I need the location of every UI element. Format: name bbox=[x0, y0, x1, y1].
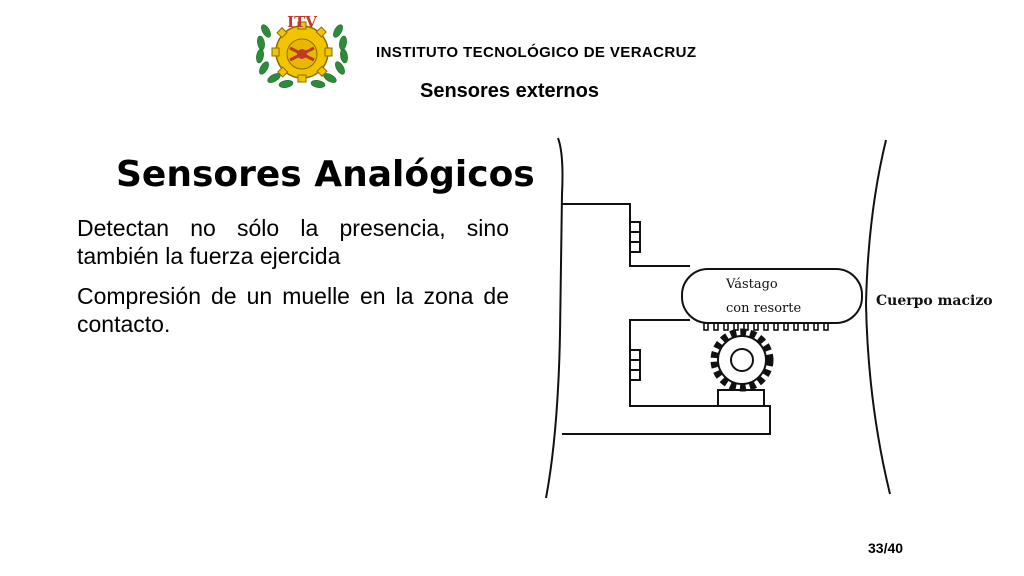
upper-bolt bbox=[629, 221, 641, 253]
rod-label-line2: con resorte bbox=[726, 301, 801, 316]
body-label: Cuerpo macizo bbox=[876, 293, 993, 309]
lower-housing bbox=[562, 319, 771, 435]
gear-support bbox=[717, 389, 765, 406]
solid-body bbox=[864, 139, 891, 495]
rack-teeth bbox=[703, 322, 829, 331]
paragraph-compression: Compresión de un muelle en la zona de co… bbox=[77, 283, 509, 337]
lower-bolt bbox=[629, 349, 641, 381]
pinion-gear-icon bbox=[710, 328, 774, 392]
gear-icon bbox=[271, 21, 333, 83]
mounting-wall bbox=[545, 137, 564, 499]
rod-label-line1: Vástago bbox=[725, 277, 778, 292]
institute-name: INSTITUTO TECNOLÓGICO DE VERACRUZ bbox=[376, 44, 697, 61]
laurel-wreath-icon bbox=[256, 24, 348, 88]
paragraph-presence: Detectan no sólo la presencia, sino tamb… bbox=[77, 215, 509, 269]
page-number: 33/40 bbox=[868, 540, 904, 556]
slide-title: Sensores Analógicos bbox=[116, 154, 535, 195]
itv-logo: ITV bbox=[256, 13, 348, 88]
slide-body: Detectan no sólo la presencia, sino tamb… bbox=[77, 214, 509, 350]
logo-text: ITV bbox=[287, 13, 317, 31]
spring-rod bbox=[681, 268, 863, 324]
upper-arm bbox=[562, 203, 690, 267]
section-subtitle: Sensores externos bbox=[420, 80, 599, 102]
analog-sensor-diagram: Vástago con resorte Cuerpo macizo bbox=[545, 137, 993, 499]
